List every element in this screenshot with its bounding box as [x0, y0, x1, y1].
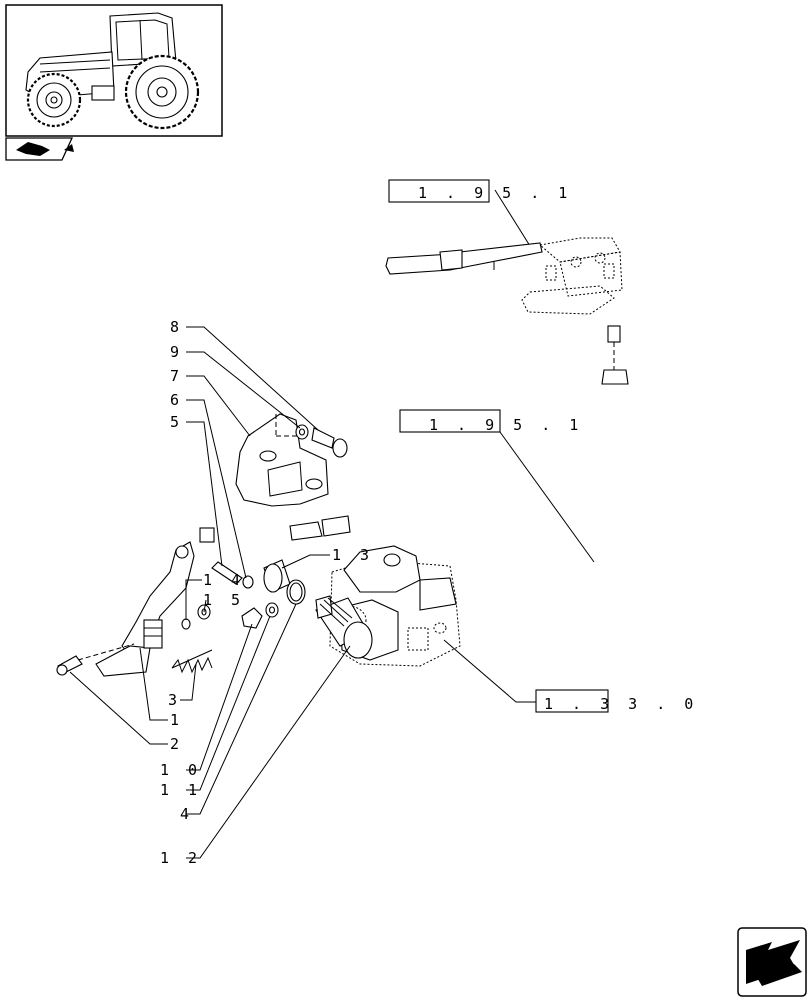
- callout-8: 8: [170, 318, 184, 336]
- handbrake-lever-assembly: [385, 189, 623, 315]
- callout-10: 1 0: [160, 761, 202, 779]
- washer-14: [181, 618, 191, 630]
- mounting-bracket: [235, 413, 329, 507]
- next-page-arrow-icon[interactable]: [737, 927, 807, 997]
- leader-lines: [69, 326, 536, 859]
- o-ring-4: [286, 579, 306, 605]
- callout-11: 1 1: [160, 781, 202, 799]
- cable-reference-label: 1 . 9 5 . 1: [429, 416, 583, 434]
- callout-9: 9: [170, 343, 184, 361]
- handbrake-reference-box[interactable]: 1 . 9 5 . 1: [388, 179, 572, 203]
- callout-2: 2: [170, 735, 184, 753]
- pin-5: [211, 561, 243, 585]
- callout-6: 6: [170, 391, 184, 409]
- callout-labels: 8 9 7 6 5 1 3 1 4 1 5 3 1 2 1 0 1 1 4 1 …: [160, 318, 374, 867]
- bushing-13: [263, 559, 291, 593]
- handbrake-reference-label: 1 . 9 5 . 1: [418, 184, 572, 202]
- bolt-8: [311, 427, 348, 458]
- book-icon: [5, 137, 74, 161]
- plug-10: [241, 607, 263, 629]
- callout-3: 3: [168, 691, 182, 709]
- callout-4: 4: [180, 805, 194, 823]
- callout-1: 1: [170, 711, 184, 729]
- cable-reference-box[interactable]: 1 . 9 5 . 1: [399, 409, 583, 434]
- callout-5: 5: [170, 413, 184, 431]
- seal-11: [265, 602, 279, 618]
- callout-15: 1 5: [203, 591, 245, 609]
- callout-13: 1 3: [332, 546, 374, 564]
- parking-brake-cable: [199, 325, 629, 584]
- clip-6: [242, 575, 254, 589]
- brake-lever: [56, 541, 195, 677]
- return-spring: [171, 649, 213, 674]
- washer-9: [295, 424, 309, 440]
- callout-12: 1 2: [160, 849, 202, 867]
- gearbox-reference-box[interactable]: 1 . 3 3 . 0: [535, 689, 698, 713]
- tractor-thumbnail-icon[interactable]: [5, 4, 223, 137]
- callout-14: 1 4: [203, 571, 245, 589]
- gearbox-housing: [315, 545, 461, 667]
- callout-7: 7: [170, 367, 184, 385]
- gearbox-reference-label: 1 . 3 3 . 0: [544, 695, 698, 713]
